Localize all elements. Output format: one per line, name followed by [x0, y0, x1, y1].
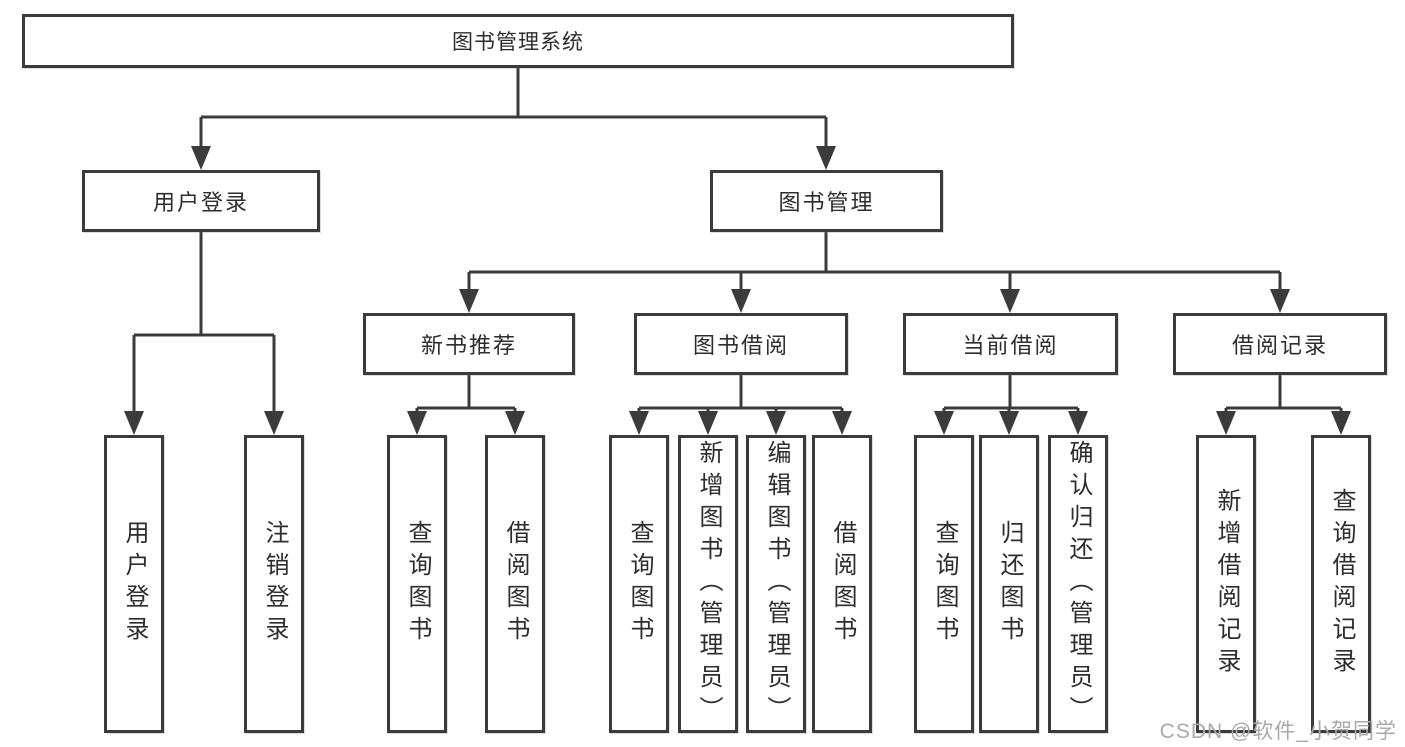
leaf-query-books-recommend: 查询图书	[387, 435, 447, 733]
leaf-edit-books-admin: 编辑图书（管理员）	[746, 435, 806, 733]
leaf-borrow-books-recommend: 借阅图书	[485, 435, 545, 733]
node-borrowing-records: 借阅记录	[1173, 313, 1387, 375]
node-book-management-branch: 图书管理	[710, 170, 943, 232]
leaf-user-login: 用户登录	[104, 435, 164, 733]
node-library-management-system: 图书管理系统	[22, 14, 1014, 68]
leaf-confirm-return-admin: 确认归还（管理员）	[1048, 435, 1108, 733]
leaf-logout: 注销登录	[244, 435, 304, 733]
leaf-add-borrow-record: 新增借阅记录	[1196, 435, 1256, 733]
leaf-add-books-admin: 新增图书（管理员）	[678, 435, 738, 733]
node-user-login-branch: 用户登录	[82, 170, 320, 232]
csdn-watermark: CSDN @软件_小贺同学	[1159, 720, 1397, 743]
leaf-query-borrow-record: 查询借阅记录	[1311, 435, 1371, 733]
arrowheads	[124, 146, 1351, 435]
leaf-return-books: 归还图书	[979, 435, 1039, 733]
leaf-query-books-borrow: 查询图书	[609, 435, 669, 733]
node-book-borrowing: 图书借阅	[634, 313, 848, 375]
node-current-borrowing: 当前借阅	[903, 313, 1118, 375]
leaf-query-books-current: 查询图书	[914, 435, 974, 733]
node-new-book-recommendation: 新书推荐	[363, 313, 575, 375]
leaf-borrow-books: 借阅图书	[812, 435, 872, 733]
